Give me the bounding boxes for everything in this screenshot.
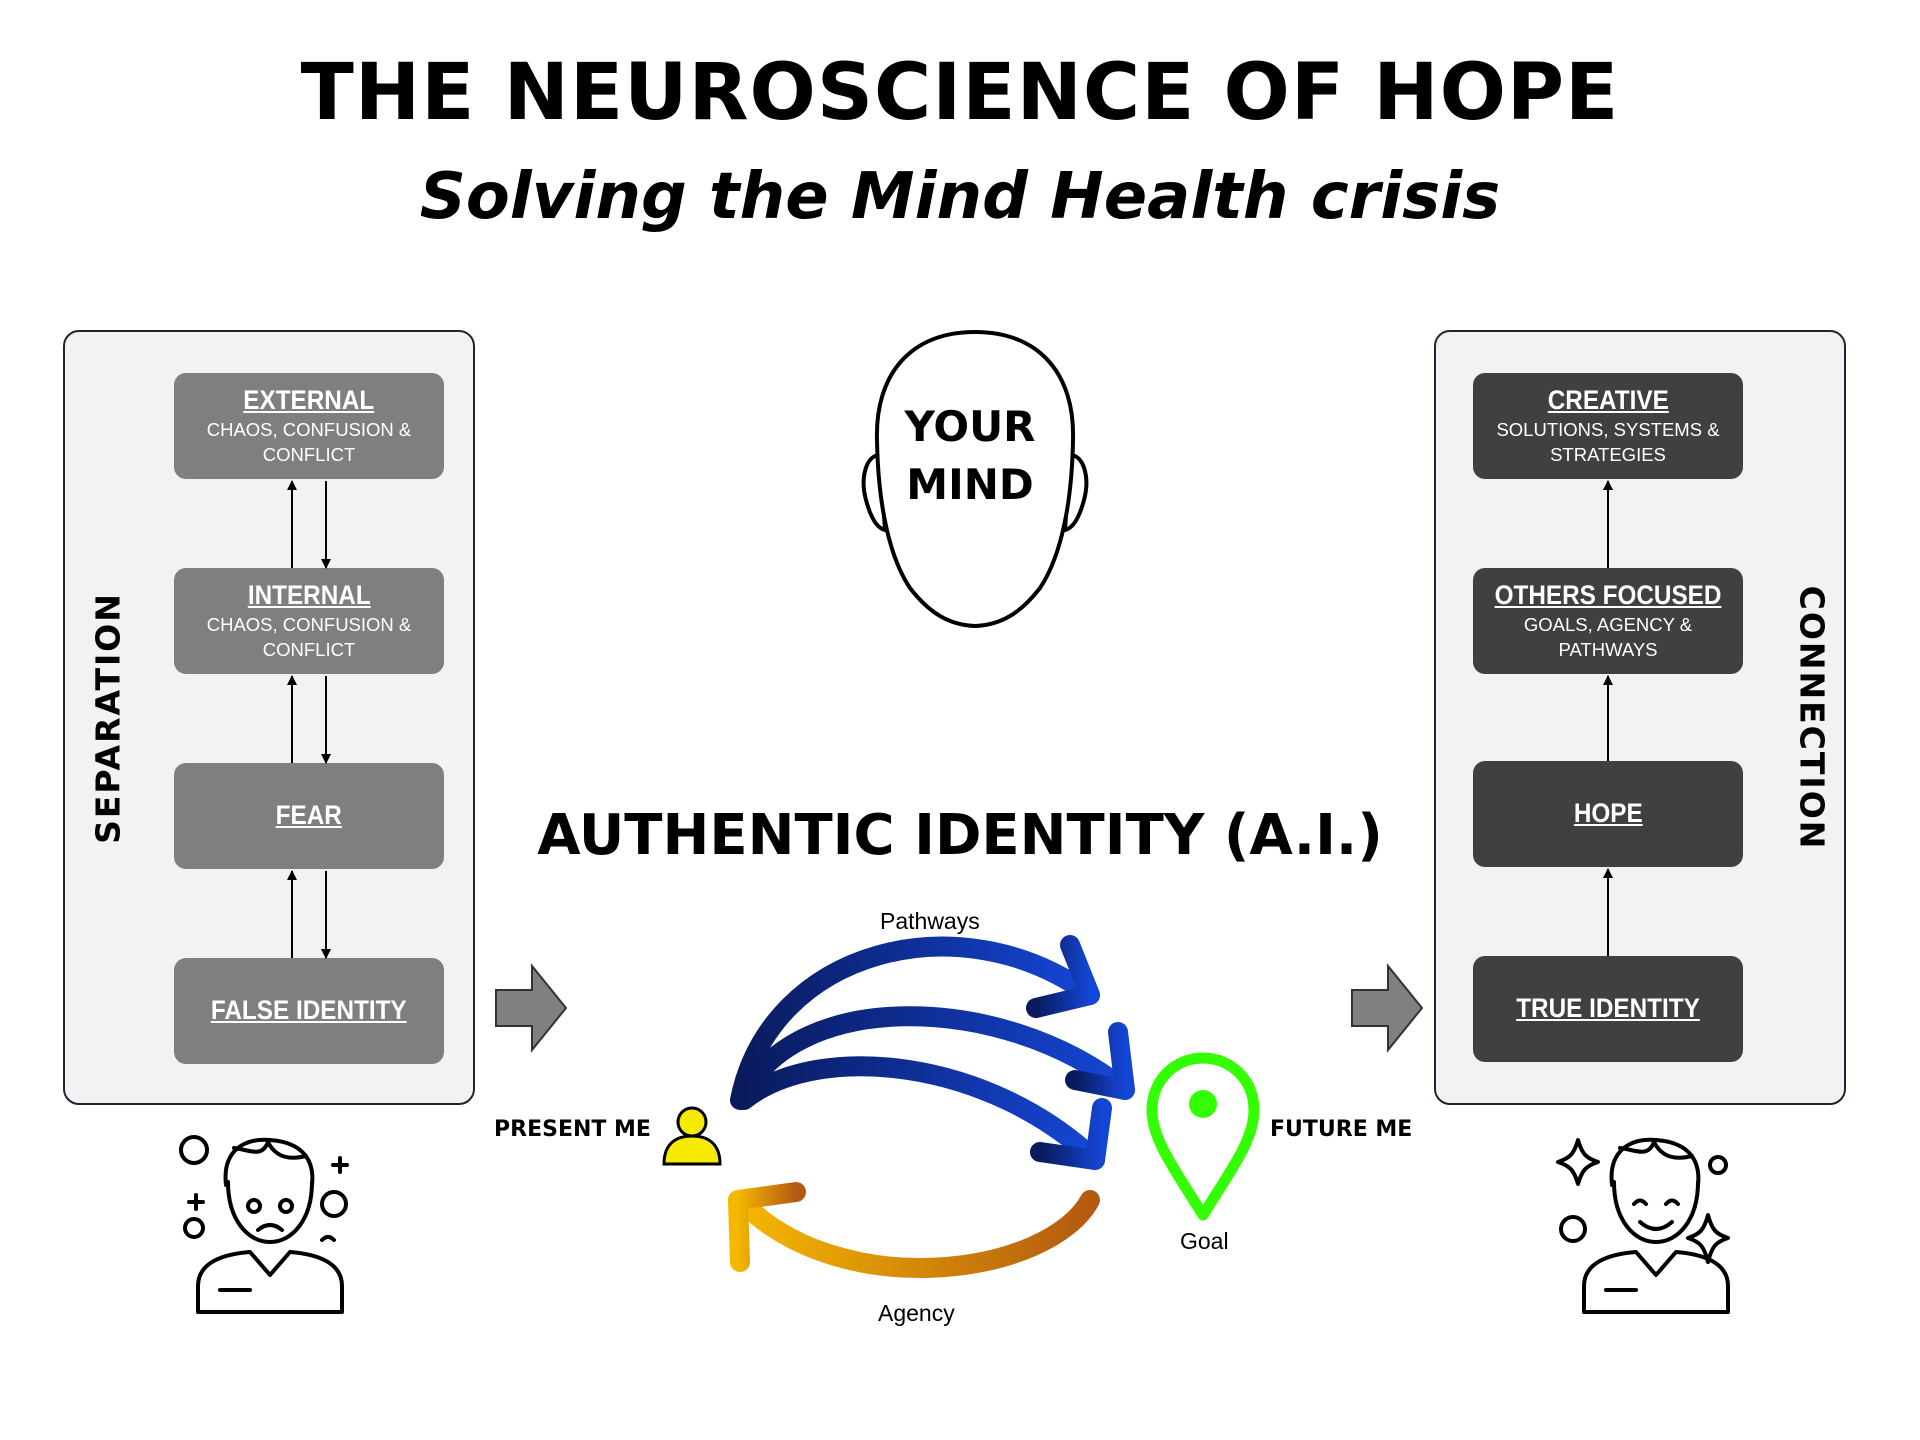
false-identity-heading: FALSE IDENTITY	[211, 995, 407, 1026]
pathway-arrows	[730, 935, 1135, 1170]
pathway-arrowhead-low	[1030, 1098, 1112, 1170]
external-text-line1: CHAOS, CONFUSION &	[206, 418, 412, 440]
true-identity-heading: TRUE IDENTITY	[1516, 993, 1700, 1024]
block-arrow-right-icon-2	[1351, 963, 1424, 1053]
agency-label: Agency	[878, 1300, 955, 1326]
hope-heading: HOPE	[1573, 798, 1643, 829]
internal-text-line1: CHAOS, CONFUSION &	[206, 613, 412, 635]
your-mind-line1: YOUR	[904, 402, 1036, 451]
internal-box: INTERNAL CHAOS, CONFUSION & CONFLICT	[174, 568, 444, 674]
external-text-line2: CONFLICT	[262, 443, 356, 465]
pathway-arrowhead-mid	[1065, 1022, 1135, 1100]
your-mind-label: YOUR MIND	[870, 398, 1070, 514]
internal-heading: INTERNAL	[247, 579, 371, 610]
location-pin-icon	[1146, 1052, 1260, 1221]
pathway-arrowhead-top	[1026, 935, 1100, 1018]
pathway-arrow-mid	[732, 1006, 1135, 1110]
fear-heading: FEAR	[275, 800, 343, 831]
pathway-arrow-low	[734, 1056, 1105, 1170]
others-focused-heading: OTHERS FOCUSED	[1494, 579, 1722, 610]
creative-heading: CREATIVE	[1547, 384, 1669, 415]
page-subtitle: Solving the Mind Health crisis	[419, 160, 1501, 234]
present-me-label: PRESENT ME	[494, 1117, 651, 1142]
person-icon	[662, 1106, 722, 1166]
pathway-arrow-top	[730, 936, 1100, 1110]
true-identity-box: TRUE IDENTITY	[1473, 956, 1743, 1062]
creative-text-line1: SOLUTIONS, SYSTEMS &	[1496, 418, 1720, 440]
sad-person-icon	[179, 1135, 349, 1314]
authentic-identity-title: AUTHENTIC IDENTITY (A.I.)	[537, 803, 1383, 868]
your-mind-line2: MIND	[906, 460, 1034, 509]
head-outline-icon	[861, 329, 1089, 629]
others-focused-box: OTHERS FOCUSED GOALS, AGENCY & PATHWAYS	[1473, 568, 1743, 674]
future-me-label: FUTURE ME	[1270, 1117, 1413, 1142]
internal-text-line2: CONFLICT	[262, 638, 356, 660]
hope-box: HOPE	[1473, 761, 1743, 867]
left-connectors	[287, 480, 331, 959]
agency-arrow	[728, 1182, 1100, 1278]
happy-person-icon	[1556, 1137, 1730, 1314]
others-focused-text-line2: PATHWAYS	[1558, 638, 1658, 660]
external-heading: EXTERNAL	[243, 384, 375, 415]
block-arrow-right-icon	[495, 963, 568, 1053]
creative-box: CREATIVE SOLUTIONS, SYSTEMS & STRATEGIES	[1473, 373, 1743, 479]
page-title: THE NEUROSCIENCE OF HOPE	[300, 48, 1620, 138]
others-focused-text-line1: GOALS, AGENCY &	[1523, 613, 1693, 635]
goal-label: Goal	[1180, 1228, 1229, 1254]
pathways-label: Pathways	[880, 908, 980, 934]
external-box: EXTERNAL CHAOS, CONFUSION & CONFLICT	[174, 373, 444, 479]
creative-text-line2: STRATEGIES	[1550, 443, 1666, 465]
fear-box: FEAR	[174, 763, 444, 869]
false-identity-box: FALSE IDENTITY	[174, 958, 444, 1064]
